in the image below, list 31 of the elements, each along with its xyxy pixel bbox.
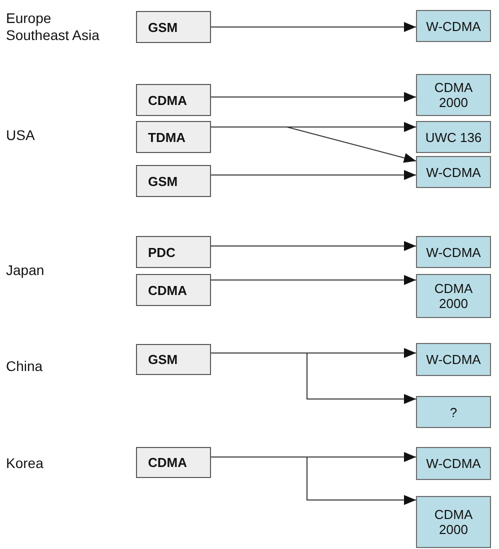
arrow [210, 352, 416, 404]
region-label: Korea [6, 455, 44, 472]
target-box: W-CDMA [416, 10, 491, 42]
target-box: W-CDMA [416, 236, 491, 268]
region-label: USA [6, 127, 36, 144]
target-box: CDMA 2000 [416, 274, 491, 318]
source-box: GSM [136, 165, 211, 197]
arrow [210, 126, 416, 163]
source-box: CDMA [136, 84, 211, 116]
region-label: China [6, 358, 44, 375]
target-box: CDMA 2000 [416, 496, 491, 548]
arrow [210, 92, 416, 102]
target-box: W-CDMA [416, 447, 491, 480]
source-box: GSM [136, 11, 211, 43]
source-box: CDMA [136, 447, 211, 478]
target-box: UWC 136 [416, 121, 491, 153]
target-box: ? [416, 396, 491, 428]
arrow [210, 241, 416, 251]
arrow [210, 275, 416, 285]
target-box: W-CDMA [416, 343, 491, 376]
target-box: W-CDMA [416, 156, 491, 188]
source-box: GSM [136, 344, 211, 375]
arrow [210, 170, 416, 180]
target-box: CDMA 2000 [416, 74, 491, 116]
source-box: TDMA [136, 121, 211, 153]
arrow [210, 456, 416, 505]
source-box: PDC [136, 236, 211, 268]
arrow [210, 22, 416, 32]
region-label: Europe Southeast Asia [6, 10, 100, 44]
region-label: Japan [6, 262, 46, 279]
source-box: CDMA [136, 274, 211, 306]
